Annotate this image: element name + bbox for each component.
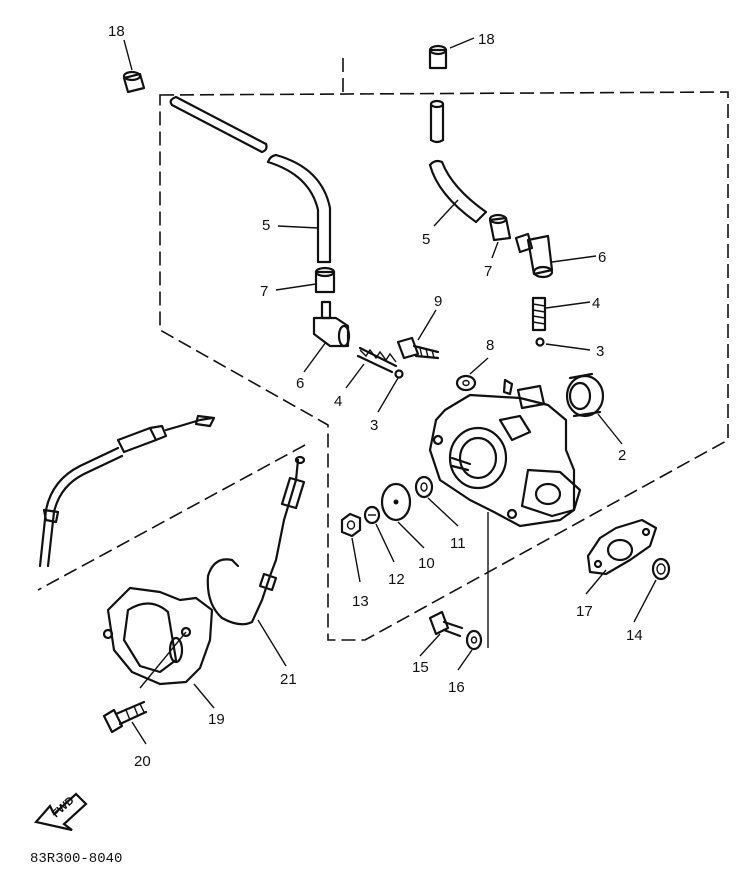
elbow-fitting-6-right	[514, 232, 554, 279]
callout-15: 15	[412, 659, 429, 676]
callout-14: 14	[626, 627, 643, 644]
callout-6-left: 6	[296, 375, 304, 392]
callout-8: 8	[486, 337, 494, 354]
collar-18-right	[428, 44, 448, 70]
callout-7-left: 7	[260, 283, 268, 300]
callout-18-left: 18	[108, 23, 125, 40]
clamp-7-right	[488, 213, 512, 242]
ball-3-left	[394, 369, 404, 379]
callout-2: 2	[618, 447, 626, 464]
leader-lines	[123, 37, 657, 745]
callout-19: 19	[208, 711, 225, 728]
callout-5-left: 5	[262, 217, 270, 234]
callout-10: 10	[418, 555, 435, 572]
callout-4-left: 4	[334, 393, 342, 410]
clamp-7-left	[314, 266, 336, 294]
washer-11	[414, 475, 434, 499]
spring-4-left	[356, 346, 398, 374]
callout-7-right: 7	[484, 263, 492, 280]
callout-labels: 18 18 5 5 7 7 6 6 9 4 4 3 3 8 2 11 10 12…	[108, 23, 643, 770]
o-ring-14	[651, 557, 671, 581]
ball-3-right	[535, 337, 545, 347]
lock-washer-12	[363, 505, 381, 525]
assembly-boundary	[159, 58, 729, 641]
cable-boundary	[37, 444, 306, 591]
callout-9: 9	[434, 293, 442, 310]
callout-3-left: 3	[370, 417, 378, 434]
washer-8	[455, 374, 477, 392]
fwd-arrow-icon: FWD	[33, 792, 88, 832]
callout-5-right: 5	[422, 231, 430, 248]
callout-17: 17	[576, 603, 593, 620]
throttle-cable	[38, 414, 216, 568]
collar-18-left	[122, 70, 146, 94]
nut-13	[340, 512, 362, 538]
callout-4-right: 4	[592, 295, 600, 312]
pump-cover-19	[102, 586, 214, 689]
bolt-9	[396, 336, 440, 360]
elbow-fitting-6-left	[312, 300, 351, 348]
callout-18-right: 18	[478, 31, 495, 48]
washer-16	[465, 629, 483, 651]
gasket-17	[586, 518, 658, 576]
spring-4-right	[531, 296, 547, 332]
callout-16: 16	[448, 679, 465, 696]
callout-20: 20	[134, 753, 151, 770]
hose-5-left	[169, 95, 332, 264]
plate-10	[380, 482, 412, 522]
diagram-code: 83R300-8040	[30, 851, 122, 867]
bolt-15	[428, 610, 464, 638]
callout-11: 11	[450, 535, 466, 552]
hose-5-right	[428, 99, 488, 224]
screw-20	[102, 700, 148, 734]
callout-21: 21	[280, 671, 297, 688]
oil-pump-body	[428, 378, 582, 648]
callout-12: 12	[388, 571, 405, 588]
callout-13: 13	[352, 593, 369, 610]
callout-3-right: 3	[596, 343, 604, 360]
oil-seal-2	[565, 372, 605, 418]
pump-cable-21	[206, 455, 306, 626]
callout-6-right: 6	[598, 249, 606, 266]
